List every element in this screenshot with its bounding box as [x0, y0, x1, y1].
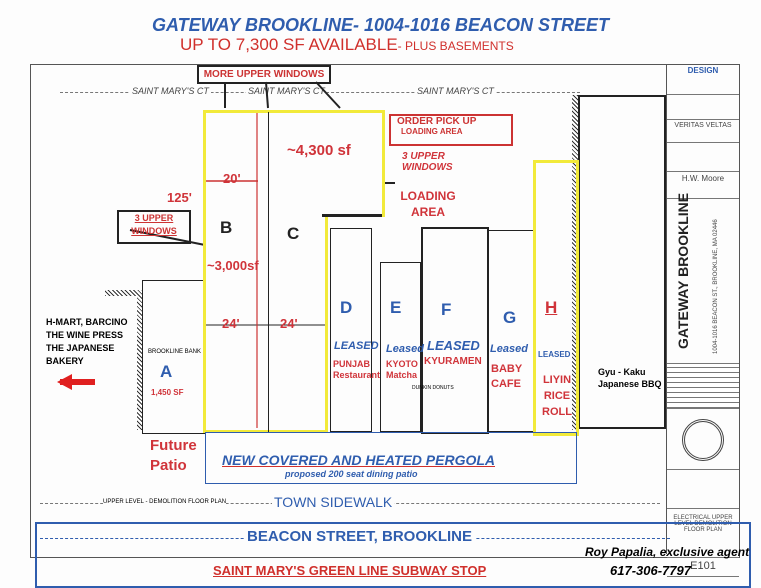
- street-label-2: SAINT MARY'S CT: [246, 86, 327, 96]
- unit-e: [380, 262, 421, 432]
- neighbor-line: Japanese BBQ: [598, 379, 662, 389]
- neighbors-left: H-MART, BARCINO THE WINE PRESS THE JAPAN…: [46, 316, 128, 368]
- pergola-label: NEW COVERED AND HEATED PERGOLA: [222, 452, 496, 468]
- subway-stop-label: SAINT MARY'S GREEN LINE SUBWAY STOP: [213, 563, 487, 578]
- pergola-sublabel: proposed 200 seat dining patio: [285, 469, 418, 479]
- firm-logo-hwmoore: H.W. Moore: [667, 172, 739, 199]
- neighbor-line: THE WINE PRESS: [46, 330, 124, 340]
- order-pickup-label: ORDER PICK UP: [397, 116, 477, 127]
- unit-h-tenant: LIYIN RICE ROLL: [542, 374, 572, 418]
- unit-c-area: ~4,300 sf: [287, 142, 351, 159]
- unit-a: [142, 280, 206, 434]
- unit-f-status: LEASED: [427, 338, 480, 353]
- unit-d-letter: D: [340, 298, 353, 317]
- beacon-street-label: BEACON STREET, BROOKLINE: [244, 528, 476, 545]
- neighbor-line: BAKERY: [46, 356, 84, 366]
- more-upper-windows-callout: MORE UPPER WINDOWS: [197, 65, 331, 84]
- bank-label: BROOKLINE BANK: [148, 349, 202, 355]
- unit-f-tenant: KYURAMEN: [424, 356, 482, 367]
- street-label-1: SAINT MARY'S CT: [130, 86, 211, 96]
- unit-d-tenant: PUNJAB Restaurant: [333, 359, 381, 380]
- unit-d-status: LEASED: [334, 340, 379, 352]
- three-upper-windows-right: 3 UPPER WINDOWS: [402, 151, 453, 173]
- unit-b-area: ~3,000sf: [207, 258, 259, 273]
- sheet-number: E101: [667, 558, 739, 577]
- availability-main: UP TO 7,300 SF AVAILABLE: [180, 35, 398, 54]
- unit-f: [421, 227, 489, 434]
- neighbor-line: THE JAPANESE: [46, 343, 115, 353]
- units-bc-lower-outline: [203, 214, 328, 433]
- b-c-divider: [268, 112, 269, 432]
- title-block: DESIGN VERITAS VELTAS H.W. Moore GATEWAY…: [666, 64, 739, 577]
- unit-f-letter: F: [441, 300, 452, 319]
- future-patio-label: Future Patio: [150, 436, 197, 476]
- order-pickup-callout: ORDER PICK UP LOADING AREA: [389, 114, 513, 146]
- unit-e-status: Leased: [386, 343, 424, 355]
- unit-e-tenant: KYOTO Matcha: [386, 359, 418, 380]
- three-upper-windows-left-callout: 3 UPPER WINDOWS: [117, 210, 191, 244]
- neighbor-building-right: [578, 95, 666, 429]
- future-patio-line: Patio: [150, 457, 187, 474]
- dimension-20: 20': [223, 171, 241, 186]
- sidewalk-label: TOWN SIDEWALK: [272, 494, 395, 510]
- availability-subtitle: UP TO 7,300 SF AVAILABLE- PLUS BASEMENTS: [180, 35, 514, 55]
- future-patio-line: Future: [150, 437, 197, 454]
- availability-suffix: - PLUS BASEMENTS: [397, 39, 514, 53]
- dimension-24-b: 24': [222, 316, 240, 331]
- footer-box: [35, 522, 751, 588]
- neighbor-line: Gyu - Kaku: [598, 367, 646, 377]
- units-bc-upper-outline: [203, 110, 385, 217]
- unit-e-letter: E: [390, 298, 402, 317]
- firm-logo-design: DESIGN: [667, 64, 739, 95]
- unit-g-letter: G: [503, 308, 517, 327]
- wall-hatch: [137, 290, 143, 430]
- unit-c-letter: C: [287, 224, 300, 243]
- agent-phone[interactable]: 617-306-7797: [610, 563, 691, 578]
- engineer-seal: [682, 419, 724, 461]
- unit-g-tenant: BABY CAFE: [491, 363, 522, 390]
- neighbor-right: Gyu - Kaku Japanese BBQ: [598, 366, 662, 390]
- neighbor-line: H-MART, BARCINO: [46, 317, 128, 327]
- loading-area-small-label: LOADING AREA: [401, 127, 463, 136]
- dunkin-label: DUNKIN DONUTS: [412, 385, 454, 391]
- unit-a-letter: A: [160, 362, 173, 381]
- pergola-area: [205, 432, 577, 484]
- unit-h-letter: H: [545, 298, 558, 317]
- sheet-title: ELECTRICAL UPPER LEVEL DEMOLITION FLOOR …: [667, 509, 739, 558]
- dimension-125: 125': [167, 190, 192, 205]
- unit-h-status: LEASED: [538, 350, 571, 359]
- unit-b-letter: B: [220, 218, 233, 237]
- loading-area-label: LOADING AREA: [400, 189, 456, 219]
- plan-label: UPPER LEVEL - DEMOLITION FLOOR PLAN: [103, 499, 227, 505]
- wall-hatch: [572, 95, 578, 430]
- unit-d: [330, 228, 372, 432]
- drawing-frame: [30, 64, 740, 558]
- dimension-24-c: 24': [280, 316, 298, 331]
- wall-hatch: [105, 290, 142, 296]
- wall: [322, 214, 382, 217]
- agent-name: Roy Papalia, exclusive agent: [585, 545, 750, 559]
- unit-g-status: Leased: [490, 343, 528, 355]
- street-label-3: SAINT MARY'S CT: [415, 86, 496, 96]
- page-title: GATEWAY BROOKLINE- 1004-1016 BEACON STRE…: [151, 15, 610, 35]
- unit-a-area: 1,450 SF: [151, 388, 184, 397]
- firm-logo-veritas: VERITAS VELTAS: [667, 120, 739, 143]
- unit-h-outline: [533, 160, 579, 436]
- unit-g: [487, 230, 535, 432]
